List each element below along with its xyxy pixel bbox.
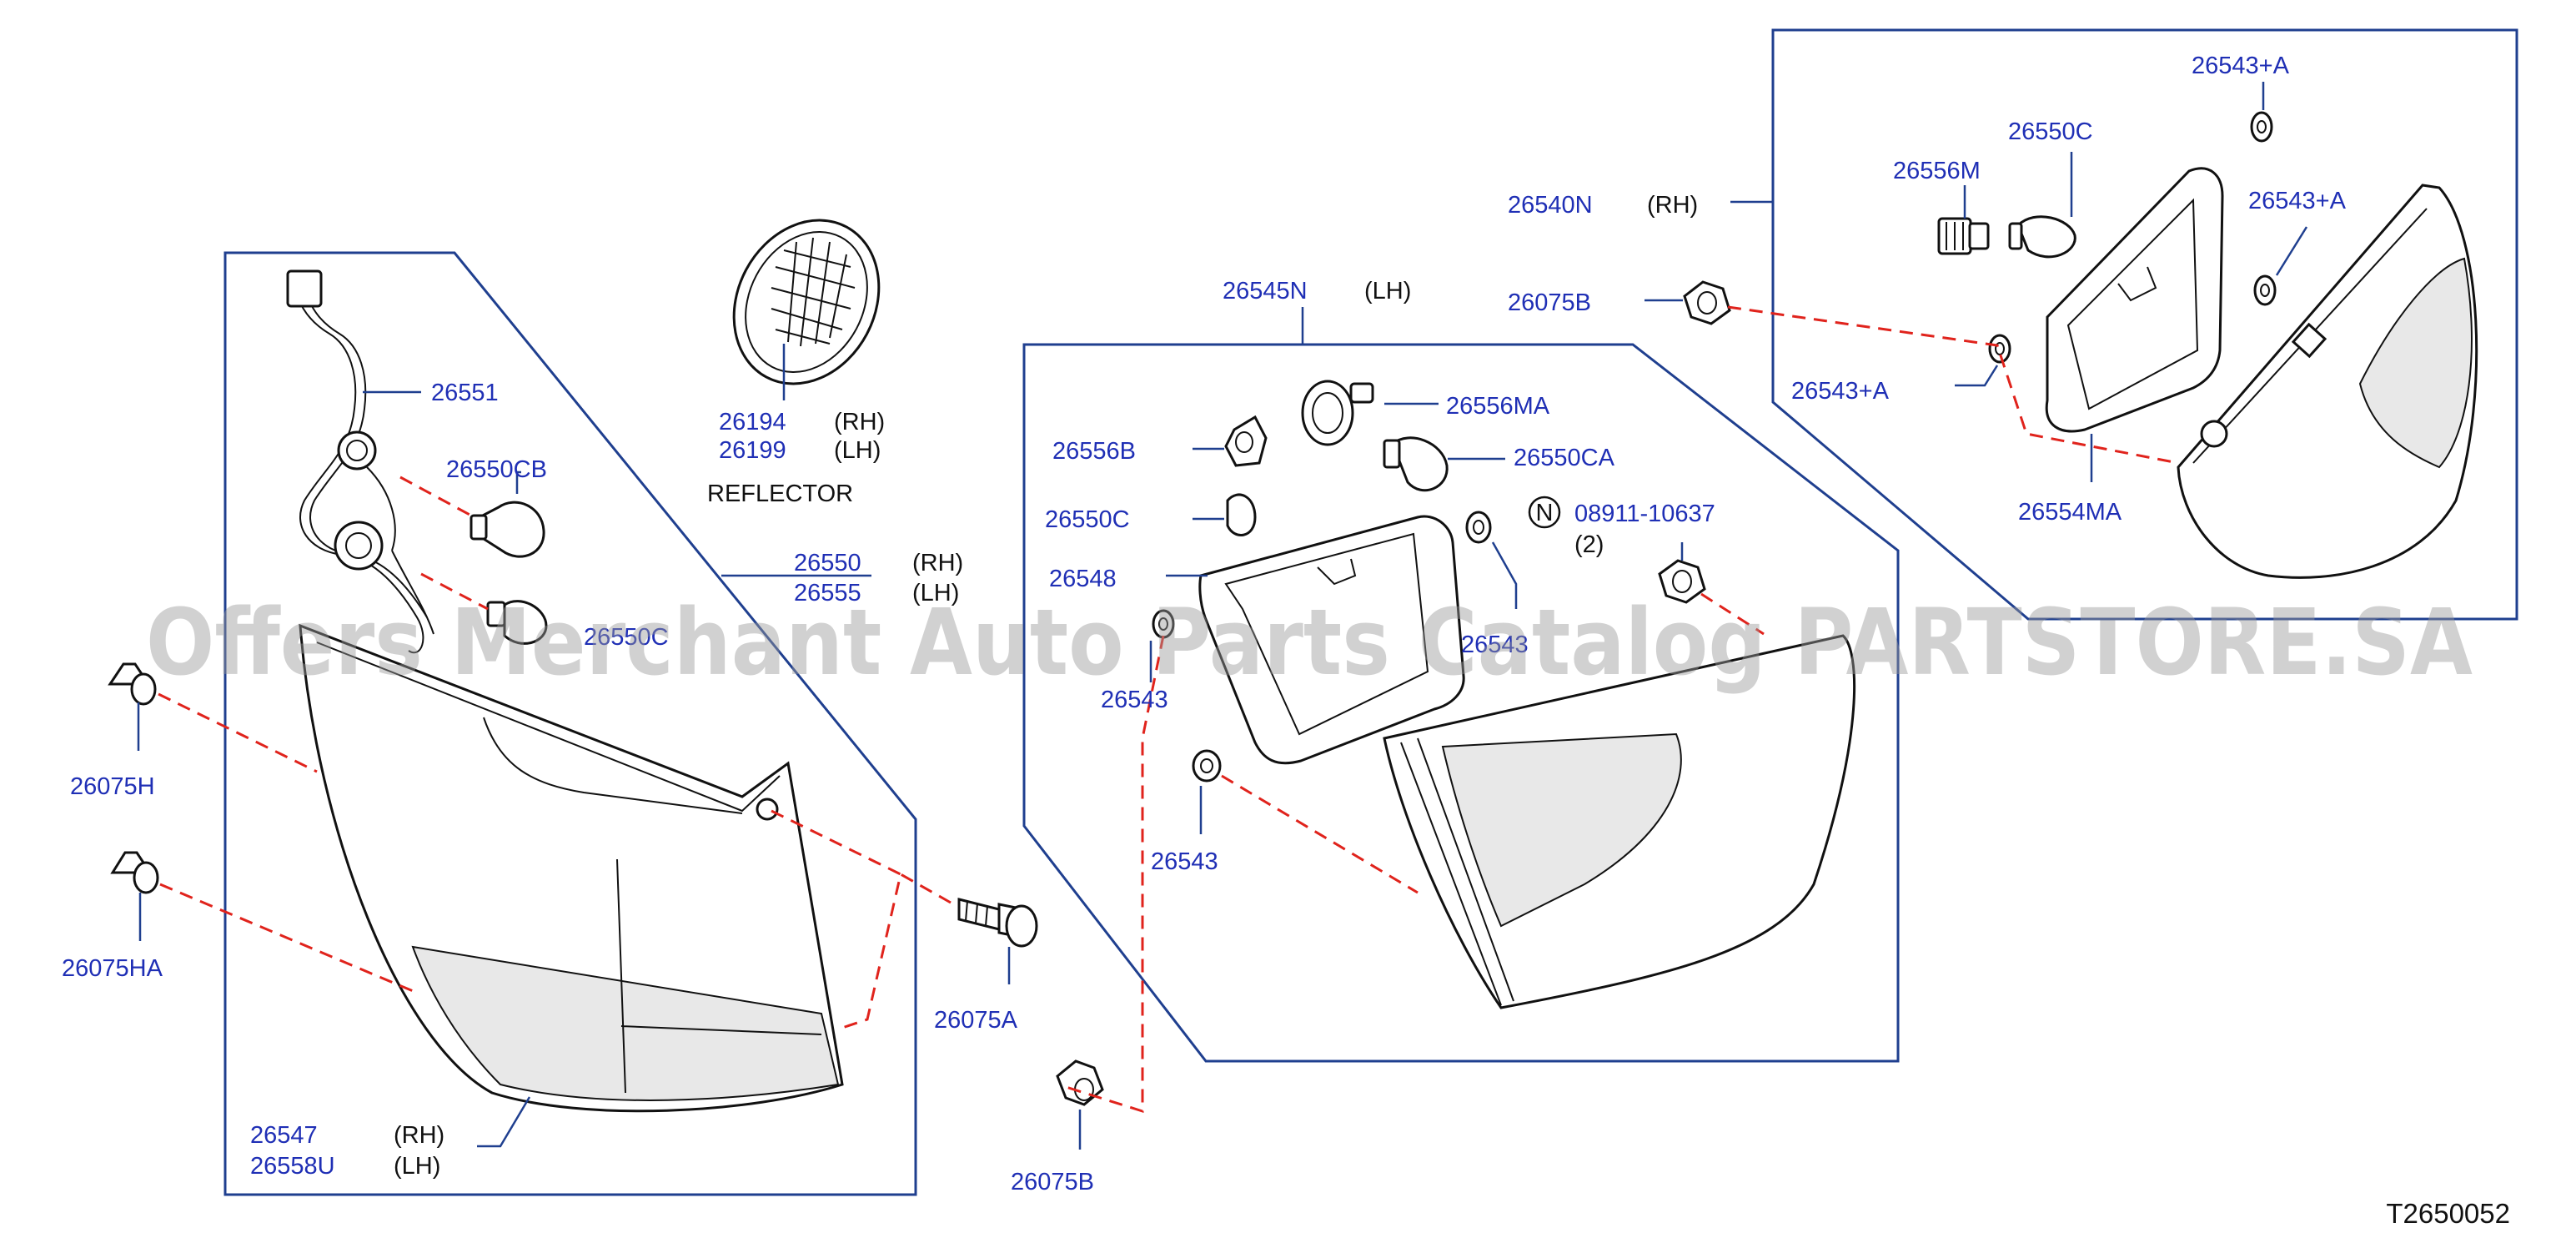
- label-26545N: 26545N: [1223, 278, 1308, 304]
- label-26543-a: 26543: [1461, 632, 1529, 658]
- watermark-text: Offers Merchant Auto Parts Catalog PARTS…: [146, 589, 2473, 696]
- reflector-26194: [732, 219, 881, 385]
- label-26550C-mid: 26550C: [1045, 506, 1130, 533]
- bulb-26550CA: [1383, 436, 1449, 492]
- outer-lamp-26547: [299, 623, 844, 1113]
- label-26550-side: (RH): [912, 550, 963, 576]
- label-26554MA: 26554MA: [2018, 499, 2122, 526]
- solid-leaders: [137, 82, 2308, 1150]
- label-reflector: REFLECTOR: [707, 481, 853, 507]
- label-26547: 26547: [250, 1122, 318, 1149]
- outer-lamp-group-box: [223, 251, 917, 1196]
- inner-lamp-26545N: [1383, 634, 1856, 1009]
- label-26558U-side: (LH): [394, 1153, 440, 1180]
- bolt-26075A: [957, 898, 1038, 948]
- label-26555-side: (LH): [912, 580, 959, 606]
- gasket-26548: [1198, 515, 1465, 765]
- label-26075A: 26075A: [934, 1007, 1018, 1034]
- gasket-26554MA: [2045, 167, 2224, 433]
- washer-26543A-2: [2253, 274, 2277, 306]
- label-26547-side: (RH): [394, 1122, 444, 1149]
- label-26543A-3: 26543+A: [1791, 378, 1890, 405]
- washer-26543-c: [1192, 749, 1222, 783]
- label-26550C-right: 26550C: [2008, 118, 2093, 145]
- new-part-marker: N: [1528, 496, 1561, 529]
- label-26543-c: 26543: [1151, 848, 1218, 875]
- new-part-marker-letter: N: [1536, 500, 1554, 526]
- label-26558U: 26558U: [250, 1153, 335, 1180]
- nut-26075B-top: [1683, 280, 1731, 325]
- inner-lamp-rh-group-box: [1771, 28, 2518, 621]
- label-26545N-side: (LH): [1364, 278, 1411, 304]
- label-26075HA: 26075HA: [62, 955, 163, 982]
- socket-26556M: [1937, 217, 1990, 255]
- label-26550CA: 26550CA: [1514, 445, 1615, 471]
- washer-26543A-3: [1988, 334, 2011, 364]
- inner-lamp-lh-group-box: [1022, 343, 1900, 1063]
- figure-code: T2650052: [2386, 1198, 2510, 1229]
- inner-lamp-26540N: [2177, 184, 2478, 579]
- label-26194-side: (RH): [834, 409, 885, 435]
- label-26543-b: 26543: [1101, 687, 1168, 713]
- nut-08911-10637: [1658, 559, 1706, 604]
- label-26199: 26199: [719, 437, 786, 464]
- clip-26075H: [108, 662, 157, 706]
- label-26556MA: 26556MA: [1446, 393, 1550, 420]
- bulb-26550C-right: [2008, 215, 2076, 259]
- label-26199-side: (LH): [834, 437, 881, 464]
- label-26550: 26550: [794, 550, 861, 576]
- label-26075B-bottom: 26075B: [1011, 1169, 1094, 1195]
- label-26540N-side: (RH): [1647, 192, 1698, 219]
- socket-26556MA: [1301, 380, 1374, 446]
- washer-26543A-1: [2250, 111, 2273, 143]
- label-26548: 26548: [1049, 566, 1117, 592]
- label-26550C-hidden: 26550C: [584, 624, 669, 651]
- label-08911-10637: 08911-10637: [1574, 501, 1715, 527]
- label-26543A-1: 26543+A: [2192, 53, 2290, 79]
- label-26543A-2: 26543+A: [2248, 188, 2347, 214]
- bulb-26550C-mid: [1226, 493, 1257, 536]
- label-26075H: 26075H: [70, 773, 155, 800]
- label-26551: 26551: [431, 380, 499, 406]
- label-26555: 26555: [794, 580, 861, 606]
- label-26540N: 26540N: [1508, 192, 1593, 219]
- harness-socket-26551: [286, 269, 434, 654]
- label-26550CB: 26550CB: [446, 456, 547, 483]
- label-26556B: 26556B: [1052, 438, 1136, 465]
- socket-26556B: [1224, 415, 1268, 467]
- label-26075B-top: 26075B: [1508, 289, 1591, 316]
- dashed-leaders: [158, 305, 2179, 1114]
- washer-26543-a: [1465, 511, 1492, 544]
- label-26194: 26194: [719, 409, 786, 435]
- clip-26075HA: [110, 851, 159, 894]
- bulb-26550C-hidden: [486, 600, 548, 645]
- nut-26075B-bottom: [1056, 1059, 1104, 1106]
- label-08911-qty: (2): [1574, 531, 1604, 558]
- bulb-26550CB: [470, 501, 545, 558]
- label-26556M: 26556M: [1893, 158, 1981, 184]
